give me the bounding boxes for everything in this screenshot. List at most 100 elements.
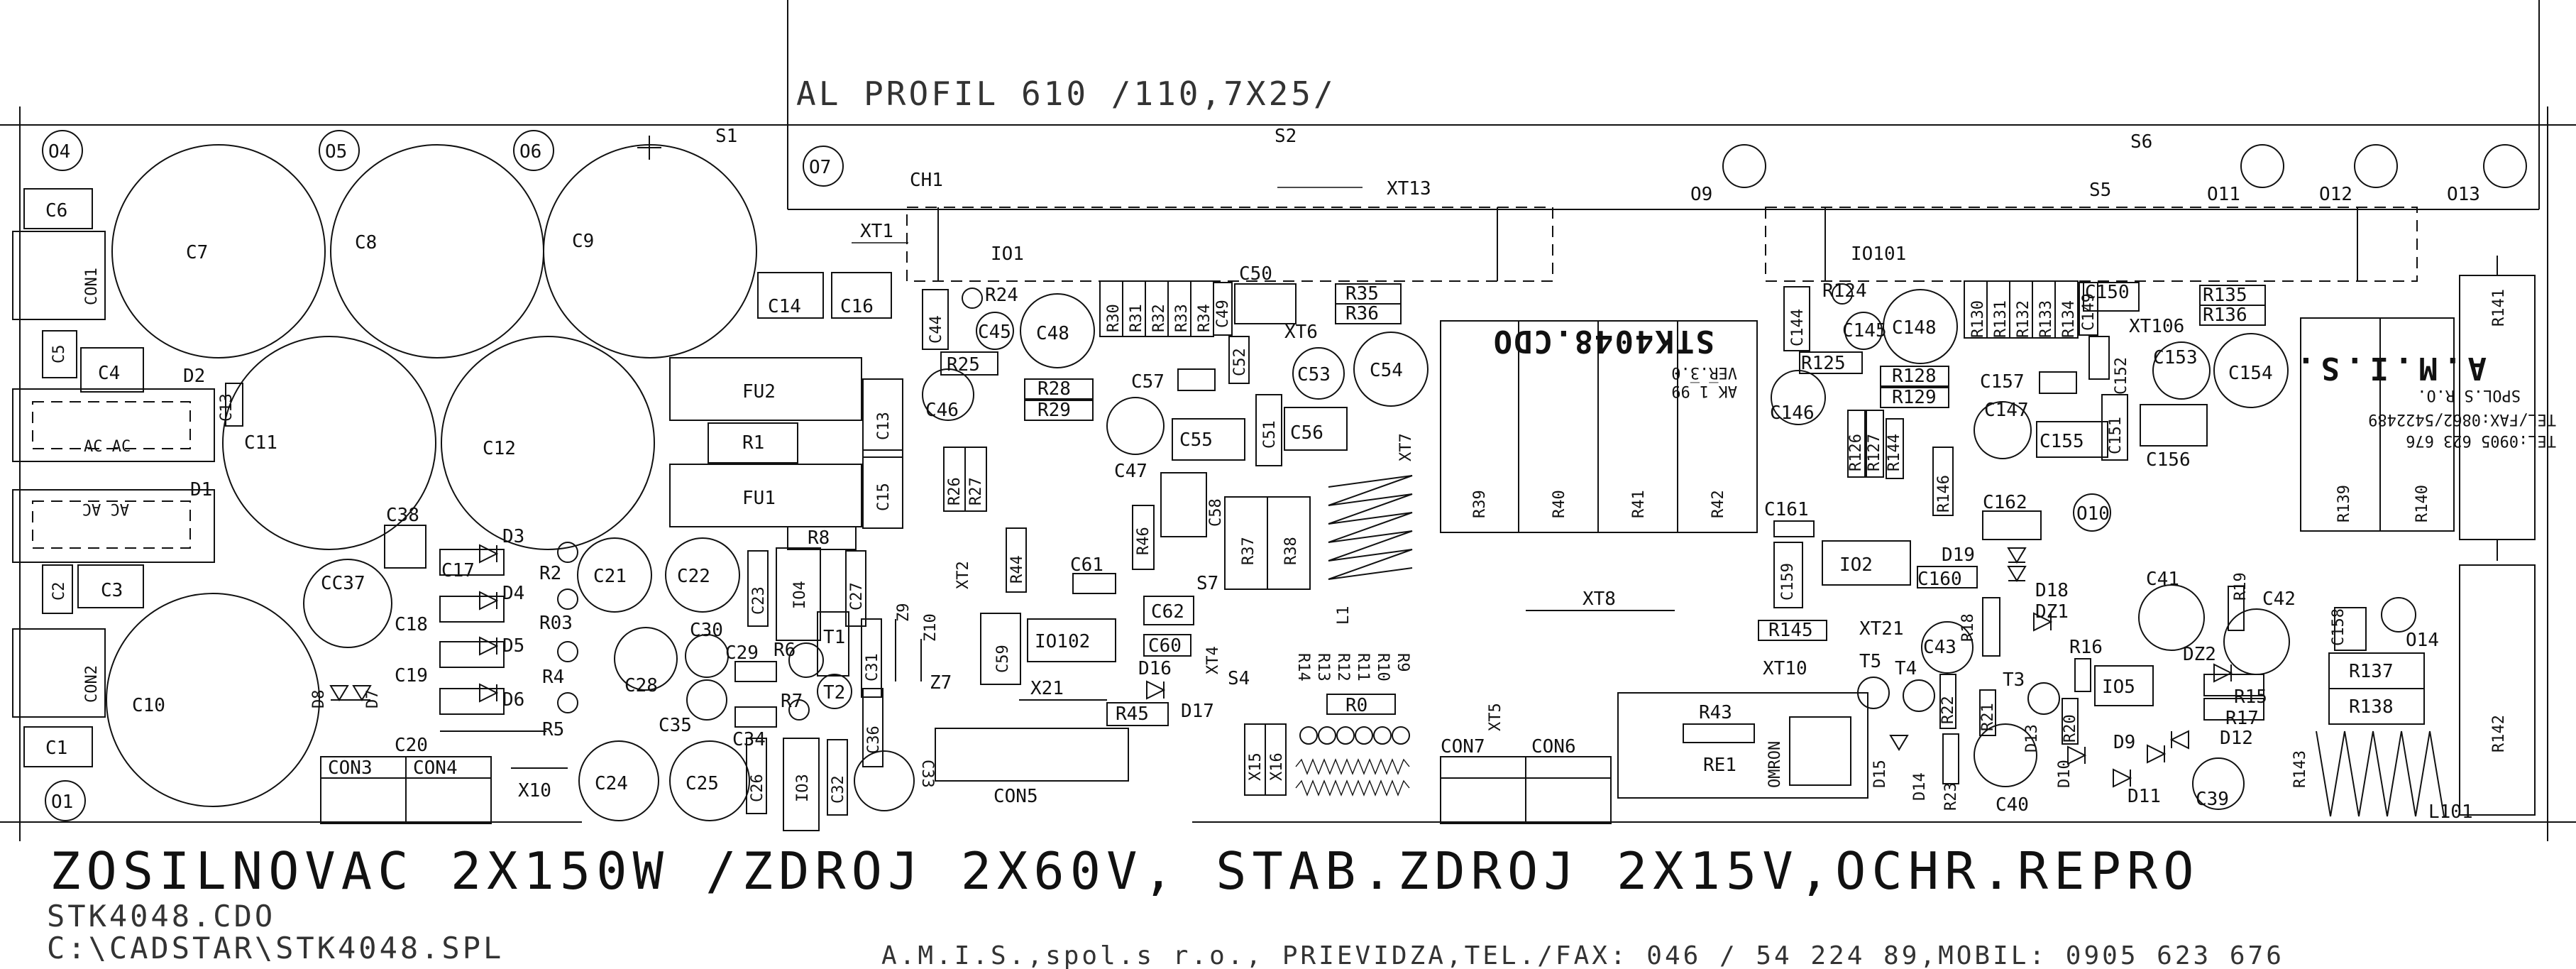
svg-text:C14: C14 — [768, 296, 801, 317]
svg-text:C157: C157 — [1980, 371, 2025, 393]
svg-text:C151: C151 — [2107, 417, 2125, 454]
svg-text:T4: T4 — [1895, 658, 1917, 679]
label-xt1: XT1 — [860, 221, 893, 242]
svg-text:C25: C25 — [686, 773, 719, 794]
svg-text:C159: C159 — [1779, 563, 1797, 601]
svg-text:R37: R37 — [1240, 537, 1257, 565]
svg-text:R14: R14 — [1294, 653, 1312, 681]
svg-text:R4: R4 — [542, 667, 564, 688]
svg-text:R126: R126 — [1847, 434, 1865, 471]
svg-text:R144: R144 — [1886, 434, 1903, 471]
svg-text:R137: R137 — [2349, 661, 2394, 682]
svg-text:C7: C7 — [186, 242, 208, 263]
mounting-holes-profile: O7 O9 O11 O12 O13 — [803, 144, 2527, 205]
svg-text:C3: C3 — [101, 580, 123, 601]
svg-text:C15: C15 — [875, 483, 893, 511]
svg-text:C152: C152 — [2113, 357, 2130, 395]
hole-o13: O13 — [2447, 184, 2480, 205]
svg-text:C9: C9 — [572, 231, 594, 252]
svg-text:XT5: XT5 — [1487, 703, 1504, 731]
svg-text:XT7: XT7 — [1397, 433, 1415, 461]
svg-text:C27: C27 — [848, 582, 866, 611]
svg-text:C57: C57 — [1131, 371, 1165, 393]
svg-text:C156: C156 — [2146, 449, 2191, 471]
svg-text:CON4: CON4 — [413, 757, 458, 779]
svg-text:C55: C55 — [1179, 429, 1213, 451]
svg-text:C42: C42 — [2262, 588, 2296, 610]
left-edge-components: C6 CON1 C5 C4 D2 AC AC D1 AC AC C2 C3 CO… — [12, 188, 426, 767]
svg-text:C53: C53 — [1297, 364, 1331, 385]
svg-text:C43: C43 — [1923, 637, 1956, 658]
hole-o7: O7 — [809, 157, 831, 178]
svg-text:C145: C145 — [1842, 320, 1887, 341]
svg-text:C155: C155 — [2040, 431, 2084, 452]
amplifier-channel-2: IO101 C144 R124 C145 C148 R125 C146 R128… — [1765, 207, 2418, 816]
svg-text:C49: C49 — [1214, 300, 1232, 328]
svg-text:R135: R135 — [2203, 285, 2247, 306]
board-title: ZOSILNOVAC 2X150W /ZDROJ 2X60V, STAB.ZDR… — [50, 841, 2200, 901]
svg-text:C58: C58 — [1207, 498, 1225, 527]
svg-text:T3: T3 — [2003, 669, 2025, 691]
svg-text:D5: D5 — [502, 635, 524, 657]
svg-text:C23: C23 — [750, 586, 768, 615]
svg-text:R44: R44 — [1008, 555, 1026, 584]
svg-text:R40: R40 — [1551, 490, 1568, 518]
svg-text:R26: R26 — [946, 477, 964, 505]
svg-text:R133: R133 — [2037, 300, 2055, 338]
svg-text:XT2: XT2 — [954, 561, 972, 589]
svg-text:R18: R18 — [1959, 613, 1977, 642]
svg-text:D8: D8 — [310, 690, 328, 709]
svg-text:T1: T1 — [823, 627, 845, 648]
svg-text:R125: R125 — [1801, 353, 1846, 374]
svg-text:S7: S7 — [1196, 573, 1218, 594]
svg-text:R10: R10 — [1374, 653, 1392, 681]
svg-text:D4: D4 — [502, 583, 524, 604]
svg-text:C31: C31 — [864, 653, 881, 681]
svg-text:C44: C44 — [928, 315, 945, 344]
svg-text:R130: R130 — [1969, 300, 1987, 338]
svg-text:CON7: CON7 — [1441, 736, 1485, 757]
svg-text:C8: C8 — [355, 232, 377, 253]
mounting-holes-board: O4 O5 O6 O1 O10 O14 — [42, 130, 2439, 821]
svg-text:C158: C158 — [2330, 608, 2347, 646]
svg-text:D16: D16 — [1138, 658, 1172, 679]
svg-text:R42: R42 — [1710, 490, 1727, 518]
svg-text:R13: R13 — [1314, 653, 1332, 681]
svg-text:R7: R7 — [781, 691, 803, 712]
hole-o12: O12 — [2319, 184, 2352, 205]
file-name: STK4048.CDO — [47, 899, 275, 934]
svg-text:T2: T2 — [823, 682, 845, 704]
svg-text:X15: X15 — [1247, 752, 1265, 781]
svg-text:D11: D11 — [2128, 786, 2161, 807]
chip-name: STK4048.CDO — [1492, 323, 1714, 359]
svg-text:IO102: IO102 — [1035, 631, 1090, 652]
svg-text:C32: C32 — [830, 775, 847, 804]
amplifier-channel-1: IO1 C44 R24 C45 C48 R25 C46 R28 R29 R30 … — [906, 207, 1553, 807]
svg-text:O10: O10 — [2076, 503, 2110, 525]
svg-text:C160: C160 — [1917, 569, 1962, 590]
svg-text:C18: C18 — [395, 614, 428, 635]
svg-text:C2: C2 — [50, 582, 68, 601]
svg-text:FU2: FU2 — [742, 381, 776, 403]
svg-text:R11: R11 — [1354, 653, 1372, 681]
svg-text:R134: R134 — [2060, 300, 2078, 338]
svg-text:C39: C39 — [2196, 789, 2229, 810]
svg-text:R03: R03 — [539, 613, 573, 634]
svg-text:C62: C62 — [1151, 601, 1184, 623]
svg-text:CON2: CON2 — [83, 665, 101, 703]
stk-chip-block: STK4048.CDO VER.3.0 AK_1_99 R39 R40 R41 … — [1440, 320, 1758, 611]
svg-text:Z9: Z9 — [895, 603, 913, 623]
svg-text:D17: D17 — [1181, 701, 1214, 722]
svg-text:C20: C20 — [395, 735, 428, 756]
svg-text:X21: X21 — [1030, 678, 1064, 699]
svg-text:R124: R124 — [1822, 280, 1867, 302]
right-side-components: A.M.I.S. SPOL.S R.O. TEL/FAX:0862/542248… — [2291, 256, 2556, 823]
power-supply-block: FU2 R1 FU1 C14 C16 C13 C15 R8 C17 D3 D4 … — [320, 272, 952, 831]
svg-text:R27: R27 — [967, 477, 985, 505]
svg-text:R132: R132 — [2015, 300, 2032, 338]
svg-text:O1: O1 — [51, 792, 73, 813]
svg-text:Z10: Z10 — [922, 613, 940, 642]
svg-text:C45: C45 — [978, 322, 1011, 343]
svg-text:OMRON: OMRON — [1766, 741, 1784, 788]
svg-text:C5: C5 — [50, 345, 68, 364]
